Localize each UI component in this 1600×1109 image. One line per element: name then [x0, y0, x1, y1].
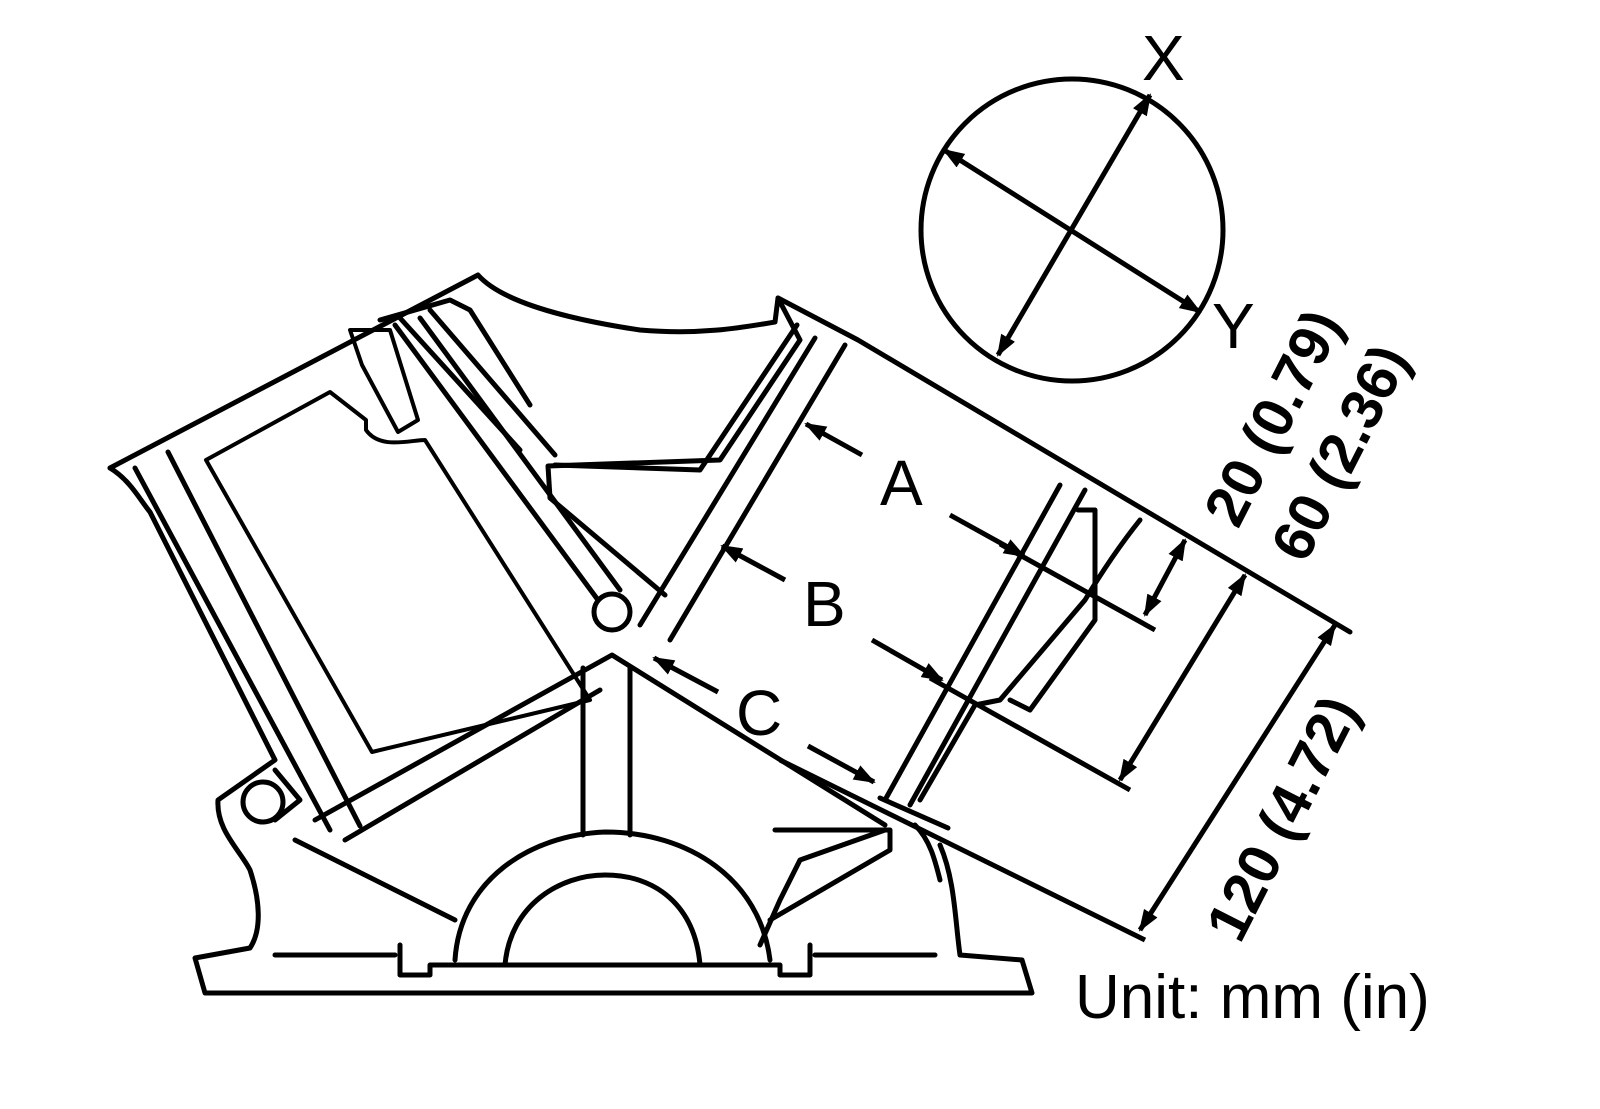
point-b-label: B — [803, 568, 846, 640]
x-axis-line — [995, 93, 1153, 357]
dim-60-line — [1117, 573, 1248, 782]
bore-direction-circle — [918, 76, 1226, 384]
unit-label: Unit: mm (in) — [1075, 963, 1430, 1032]
y-axis-line — [942, 147, 1202, 315]
point-a-label: A — [880, 447, 923, 519]
dimension-120-label: 120 (4.72) — [1194, 686, 1372, 951]
dim-120-line — [1137, 623, 1338, 932]
dim-20-line — [1142, 538, 1188, 617]
axis-label-x: X — [1142, 22, 1185, 94]
measurement-leaders — [652, 421, 1157, 943]
dimension-lines — [1117, 538, 1338, 932]
cylinder-block-drawing — [107, 272, 1353, 996]
axis-label-y: Y — [1212, 290, 1255, 362]
point-c-label: C — [736, 677, 782, 749]
